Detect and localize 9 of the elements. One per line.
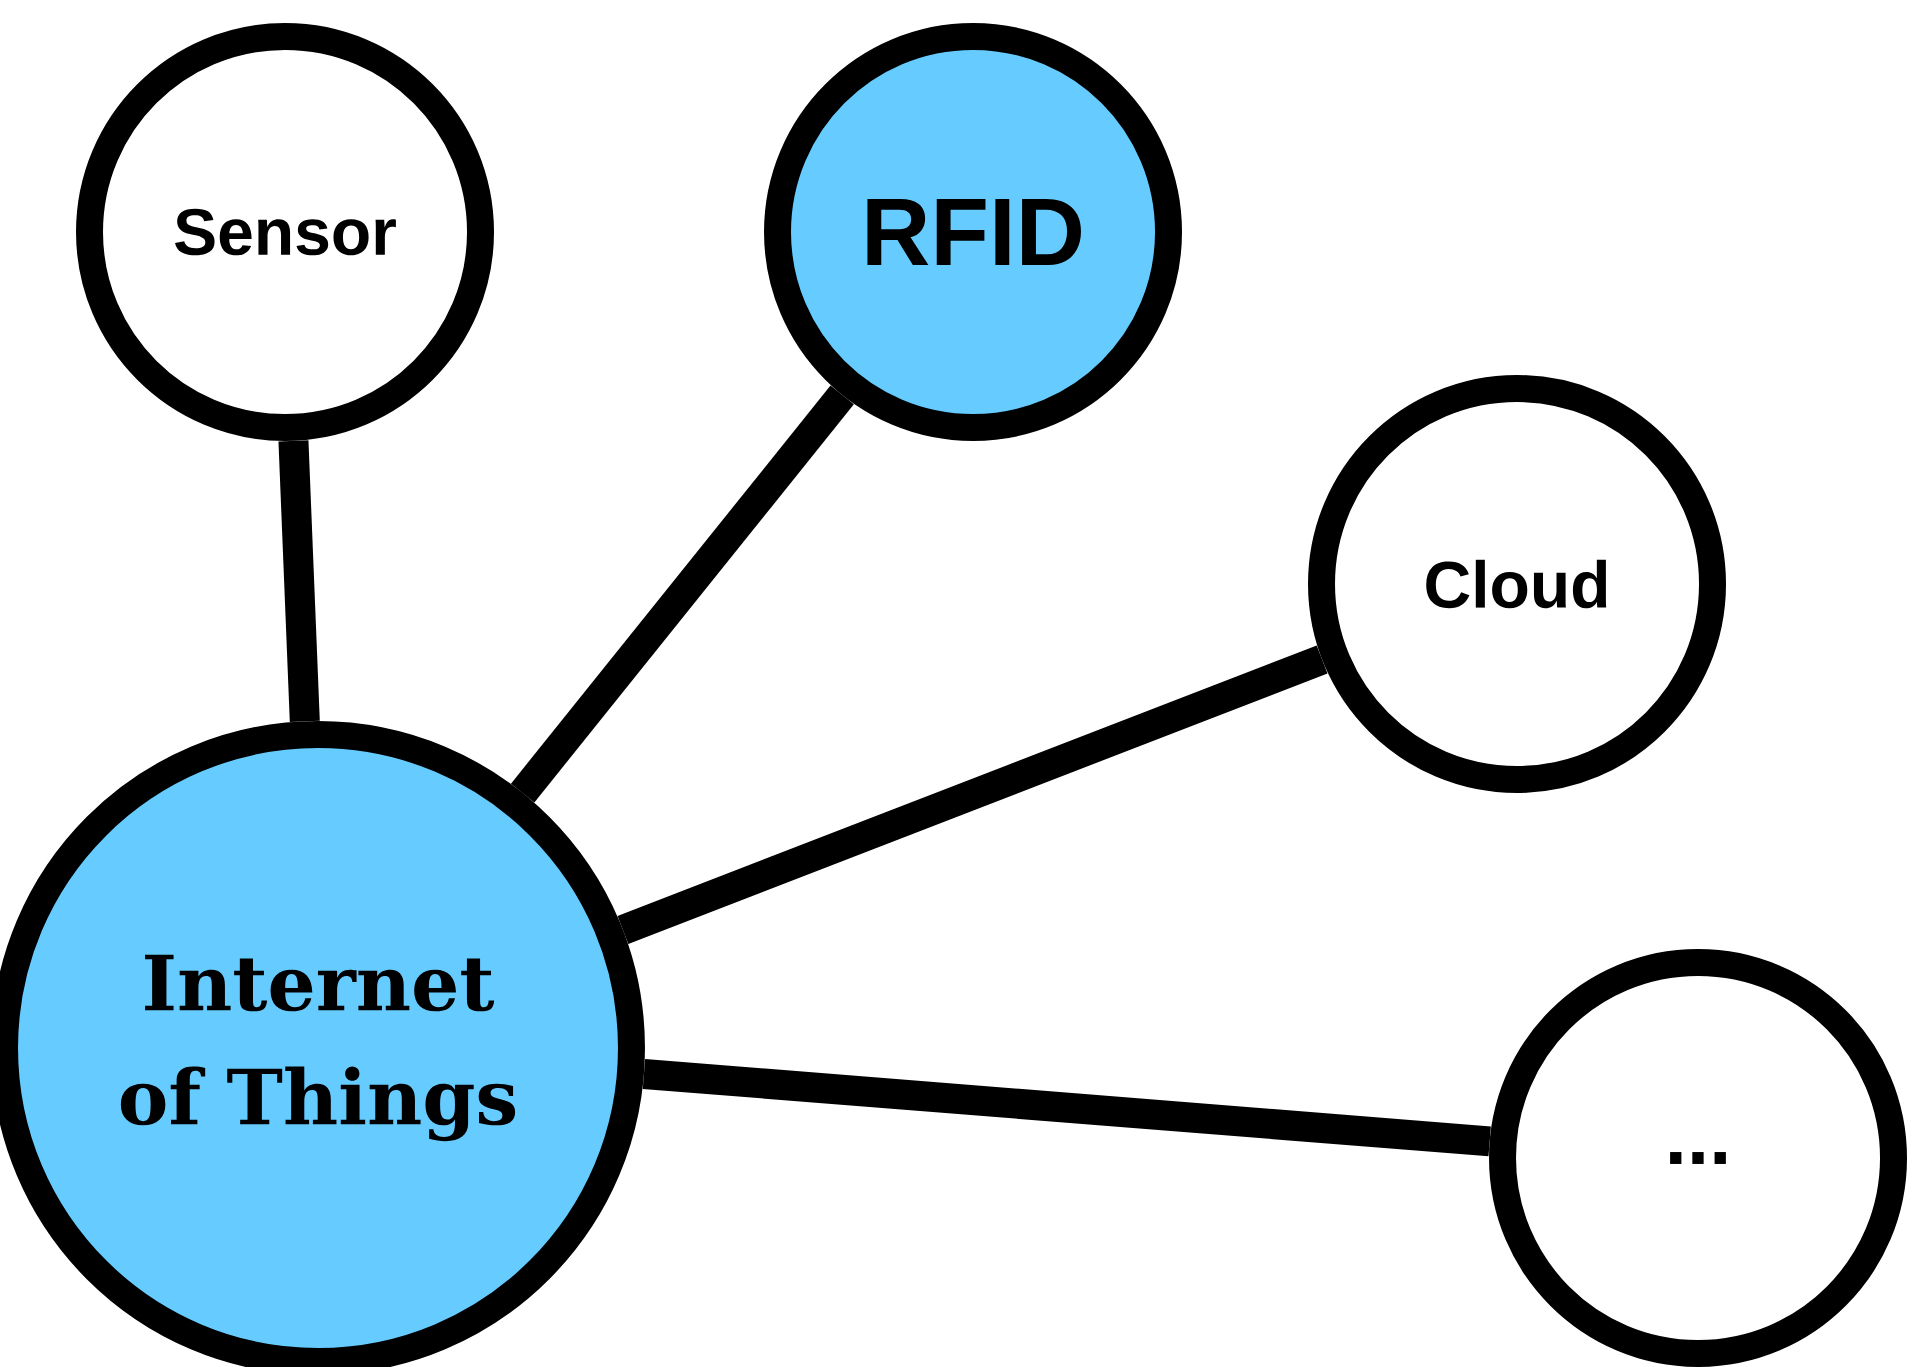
circle-node: Sensor bbox=[76, 23, 494, 441]
circle-node: Internet of Things bbox=[0, 721, 645, 1367]
circle-node: Cloud bbox=[1308, 375, 1726, 793]
connector-line bbox=[617, 645, 1328, 944]
circle-node: ... bbox=[1489, 949, 1907, 1367]
connector-line bbox=[510, 385, 854, 803]
connector-line bbox=[642, 1059, 1491, 1157]
connector-line bbox=[278, 440, 320, 722]
circle-node: RFID bbox=[764, 23, 1182, 441]
